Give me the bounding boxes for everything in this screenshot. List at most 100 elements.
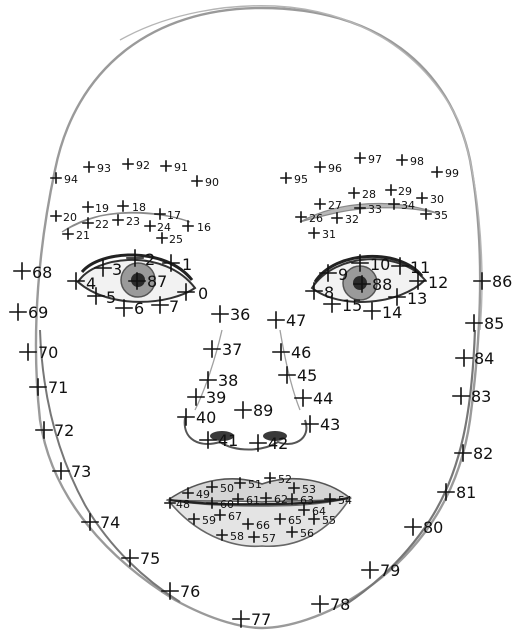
landmark-21: 21 (63, 229, 90, 242)
landmark-69: 69 (10, 303, 48, 322)
landmark-marker (417, 193, 427, 203)
landmark-73: 73 (53, 462, 91, 481)
landmark-label: 69 (28, 303, 48, 322)
landmark-label: 70 (38, 343, 58, 362)
landmark-marker (10, 304, 26, 320)
landmark-3: 3 (95, 260, 122, 279)
landmark-66: 66 (243, 519, 270, 532)
landmark-label: 52 (278, 473, 292, 486)
landmark-marker (249, 532, 259, 542)
landmark-label: 93 (97, 162, 111, 175)
landmark-marker (30, 379, 46, 395)
landmark-label: 33 (368, 203, 382, 216)
landmark-41: 41 (200, 431, 238, 450)
landmark-marker (178, 284, 194, 300)
landmark-marker (162, 583, 178, 599)
landmark-40: 40 (178, 408, 216, 427)
landmark-30: 30 (417, 193, 444, 206)
landmark-marker (405, 519, 421, 535)
landmark-45: 45 (279, 366, 317, 385)
landmark-label: 30 (430, 193, 444, 206)
landmark-88: 88 (354, 275, 392, 294)
landmark-label: 45 (297, 366, 317, 385)
landmark-label: 71 (48, 378, 68, 397)
landmark-marker (63, 229, 73, 239)
landmark-marker (275, 514, 285, 524)
landmark-label: 37 (222, 340, 242, 359)
landmark-95: 95 (281, 173, 308, 186)
landmark-81: 81 (438, 483, 476, 502)
landmark-marker (51, 173, 61, 183)
landmark-label: 32 (345, 213, 359, 226)
landmark-marker (332, 213, 342, 223)
landmark-label: 40 (196, 408, 216, 427)
landmark-6: 6 (116, 299, 144, 318)
landmark-label: 99 (445, 167, 459, 180)
landmark-marker (421, 209, 431, 219)
landmark-14: 14 (364, 303, 402, 322)
landmark-23: 23 (113, 215, 140, 228)
landmark-label: 43 (320, 415, 340, 434)
landmark-marker (145, 221, 155, 231)
landmark-label: 50 (220, 482, 234, 495)
landmark-92: 92 (123, 159, 150, 172)
landmark-89: 89 (235, 401, 273, 420)
landmark-4: 4 (68, 273, 96, 293)
landmark-marker (268, 312, 284, 328)
landmark-77: 77 (233, 610, 271, 629)
landmark-marker (82, 514, 98, 530)
landmark-93: 93 (84, 162, 111, 175)
landmark-label: 54 (338, 494, 352, 507)
landmark-marker (355, 203, 365, 213)
landmark-label: 35 (434, 209, 448, 222)
landmark-marker (189, 514, 199, 524)
landmark-marker (157, 233, 167, 243)
landmark-label: 20 (63, 211, 77, 224)
landmark-marker (354, 276, 370, 292)
landmark-marker (233, 494, 243, 504)
landmark-84: 84 (456, 349, 494, 368)
landmark-label: 23 (126, 215, 140, 228)
landmark-marker (432, 167, 442, 177)
landmark-87: 87 (129, 272, 167, 291)
landmark-label: 49 (196, 488, 210, 501)
landmark-marker (84, 162, 94, 172)
landmark-label: 98 (410, 155, 424, 168)
landmark-label: 47 (286, 311, 306, 330)
landmark-marker (183, 221, 193, 231)
landmark-marker (287, 527, 297, 537)
landmark-label: 41 (218, 431, 238, 450)
landmark-marker (14, 263, 30, 279)
landmark-mouth-left: 48 (165, 498, 190, 511)
landmark-marker (455, 445, 471, 461)
landmark-label: 85 (484, 314, 504, 333)
landmark-marker (279, 367, 295, 383)
landmark-79: 79 (362, 561, 400, 580)
landmark-marker (51, 211, 61, 221)
landmark-label: 42 (268, 434, 288, 453)
landmark-32: 32 (332, 213, 359, 226)
landmark-9: 9 (320, 265, 348, 284)
landmark-label: 16 (197, 221, 211, 234)
landmark-marker (287, 494, 297, 504)
landmark-54: 54 (325, 494, 352, 507)
landmark-label: 14 (382, 303, 402, 322)
landmark-label: 80 (423, 518, 443, 537)
landmark-marker (36, 422, 52, 438)
landmark-2: 2 (127, 250, 155, 269)
landmark-label: 83 (471, 387, 491, 406)
landmark-97: 97 (355, 153, 382, 166)
landmark-label: 29 (398, 185, 412, 198)
landmark-19: 19 (83, 202, 109, 215)
landmark-label: 81 (456, 483, 476, 502)
landmark-label: 66 (256, 519, 270, 532)
landmark-label: 0 (198, 284, 208, 303)
landmark-marker (178, 409, 194, 425)
landmark-marker (165, 498, 175, 508)
landmark-marker (281, 173, 291, 183)
landmark-marker (212, 306, 228, 322)
landmark-label: 64 (312, 505, 326, 518)
landmark-82: 82 (455, 444, 493, 463)
landmark-34: 34 (389, 199, 415, 212)
